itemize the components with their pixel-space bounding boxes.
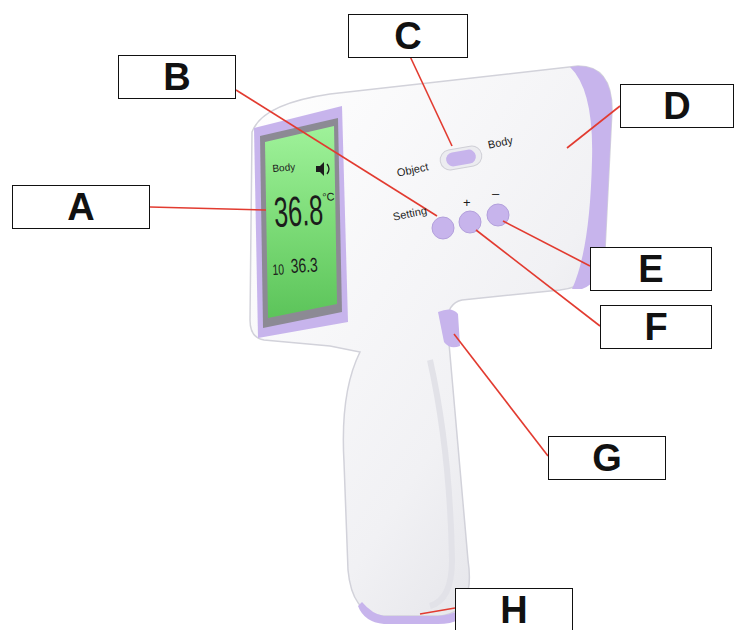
callout-letter: H [500,591,527,629]
callout-box: A [12,185,150,229]
bottom-band [358,600,470,624]
callout-letter: G [592,439,622,477]
callout-letter: B [163,58,190,96]
callout-box: G [548,436,666,480]
leader-lines [150,52,620,614]
callout-box: E [590,247,712,291]
mode-switch-knob [445,149,477,168]
display-reading: 36.3 [290,255,318,276]
display-reading: 10 [272,261,284,277]
display-reading: 36.8 [273,189,324,234]
callout-letter: A [67,188,94,226]
handle-shade [430,360,452,606]
sound-icon [316,162,329,176]
plus-button [459,211,481,233]
display-reading: °C [322,191,335,203]
display-reading: Body [272,162,296,174]
button-label: + [463,196,471,209]
callout-letter: D [663,87,690,125]
callout-box: C [348,14,468,58]
callout-letter: C [394,17,421,55]
callout-box: F [600,305,712,349]
callout-box: H [455,588,573,630]
lcd-screen [265,126,337,318]
callout-box: B [118,55,236,99]
thermometer-body [250,66,612,616]
mode-switch [439,145,484,172]
callout-letter: E [638,250,663,288]
face-rim [254,106,348,338]
setting-button [432,217,454,239]
button-label: – [492,187,499,200]
trigger [438,309,460,347]
callout-box: D [620,84,734,128]
callout-letter: F [644,308,667,346]
